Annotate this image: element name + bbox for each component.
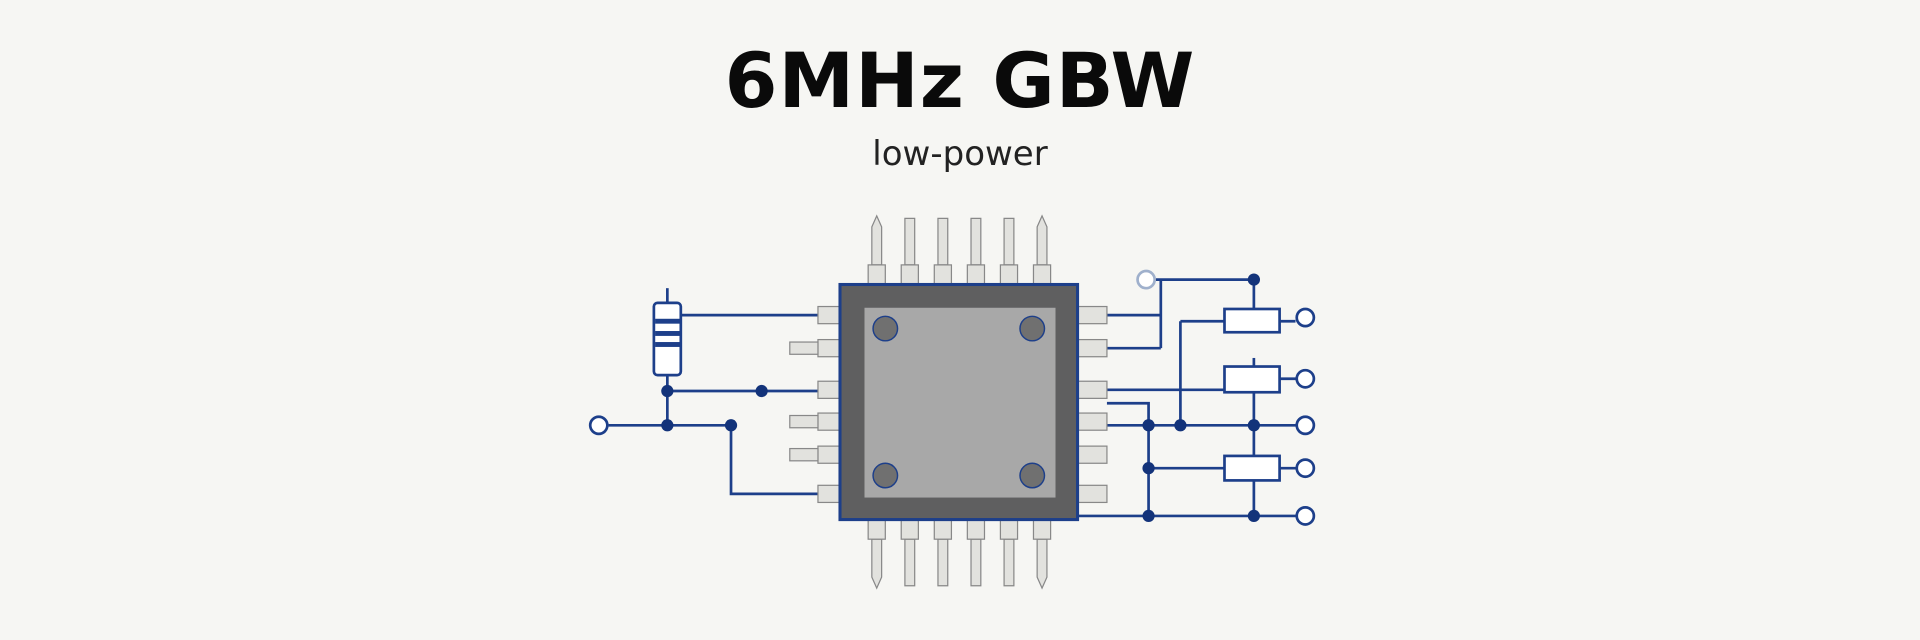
pin-pad <box>1076 445 1108 464</box>
junction-dot <box>1142 462 1155 475</box>
pin-pad <box>999 264 1019 286</box>
pin-pad <box>867 264 886 286</box>
junction-dot <box>1247 273 1260 286</box>
terminal <box>1295 307 1316 328</box>
wire <box>1155 278 1256 309</box>
junction-dot <box>661 419 674 432</box>
pin-leg <box>970 217 982 266</box>
pin-pad <box>1076 484 1108 504</box>
diagram-title: 6MHz GBW <box>724 36 1196 125</box>
mount-hole <box>872 315 899 342</box>
pin-pad <box>999 518 1019 540</box>
terminal <box>1136 269 1157 290</box>
junction-dot <box>755 384 768 398</box>
pin-leg <box>970 538 982 587</box>
pin-pad <box>1076 305 1108 325</box>
resistor <box>1223 365 1281 394</box>
pin-pad <box>933 264 953 286</box>
pin-leg <box>1036 538 1048 590</box>
pin-leg <box>1003 217 1015 266</box>
mount-hole <box>1019 462 1046 489</box>
pin-pad <box>867 518 886 540</box>
pin-pad <box>817 445 841 464</box>
pin-stub <box>789 341 819 355</box>
pin-pad <box>817 412 841 431</box>
pin-pad <box>817 338 841 358</box>
pin-leg <box>1003 538 1015 587</box>
mount-hole <box>872 462 899 489</box>
junction-dot <box>1142 509 1155 523</box>
pin-pad <box>900 264 919 286</box>
resistor-band <box>655 342 680 347</box>
junction-dot <box>1247 509 1260 523</box>
pin-pad <box>1076 338 1108 358</box>
pin-pad <box>900 518 919 540</box>
resistor <box>1223 454 1281 482</box>
pin-leg <box>871 538 883 590</box>
components <box>588 269 1316 526</box>
resistor-band <box>655 331 680 336</box>
terminal <box>1295 458 1316 479</box>
pin-leg <box>904 217 916 266</box>
diagram-subtitle: low-power <box>872 134 1048 174</box>
terminal <box>1295 415 1316 436</box>
pin-leg <box>937 217 949 266</box>
pin-stub <box>789 414 819 429</box>
pin-pad <box>1076 380 1108 399</box>
pin-leg <box>904 538 916 587</box>
pin-pad <box>966 518 986 540</box>
resistor-band <box>655 318 680 324</box>
pin-pad <box>966 264 986 286</box>
ic-chip <box>789 214 1108 590</box>
pin-pad <box>933 518 953 540</box>
pin-leg <box>937 538 949 587</box>
terminal <box>1295 506 1316 526</box>
resistor <box>652 301 683 377</box>
pin-pad <box>1032 518 1052 540</box>
wire <box>608 423 818 496</box>
junction-dot <box>1247 419 1260 432</box>
junction-dot <box>1174 419 1187 432</box>
mount-hole <box>1019 315 1046 342</box>
pin-leg <box>871 214 883 266</box>
wire <box>1106 401 1150 516</box>
resistor <box>1223 307 1281 334</box>
pin-leg <box>1036 214 1048 266</box>
terminal <box>588 415 609 436</box>
pin-pad <box>1076 412 1108 431</box>
junction-dot <box>1142 419 1155 432</box>
pin-stub <box>789 447 819 462</box>
pin-pad <box>817 305 841 325</box>
junction-dot <box>724 419 738 432</box>
pin-pad <box>1032 264 1052 286</box>
pin-pad <box>817 484 841 504</box>
junction-dot <box>661 384 674 398</box>
pin-pad <box>817 380 841 399</box>
terminal <box>1295 368 1316 389</box>
